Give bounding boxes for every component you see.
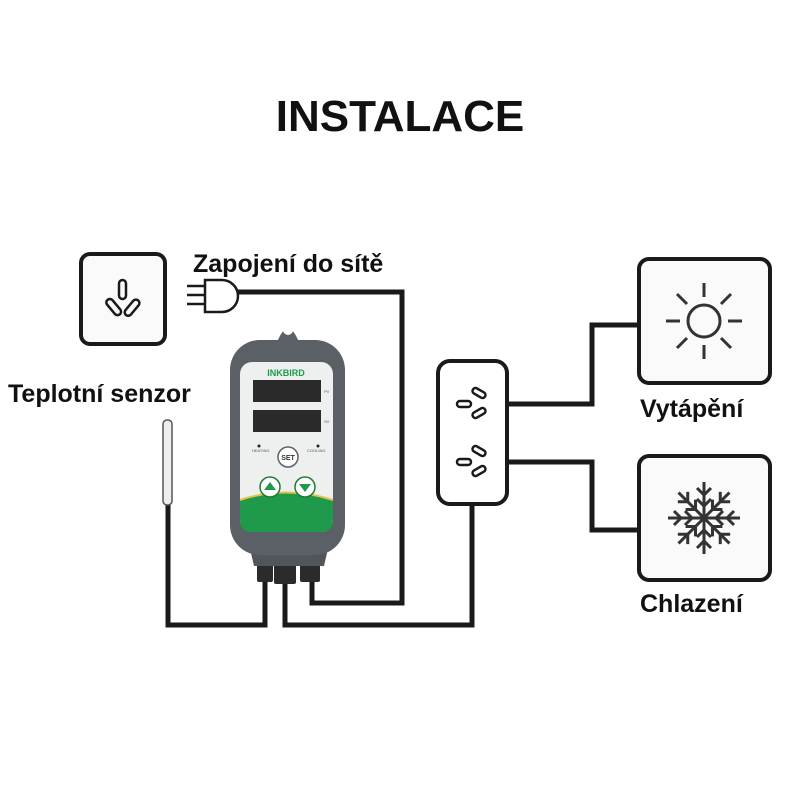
set-button-label: SET [281,455,295,462]
wall-outlet-icon [79,252,167,346]
power-connection-label: Zapojení do sítě [193,250,384,278]
pv-label: PV [324,389,330,394]
arrow-up-icon [264,482,276,490]
sensor-wire [165,500,268,628]
wires [165,289,638,628]
power-plug-icon [187,278,240,314]
cooling-wire [494,459,638,533]
heating-wire [494,322,638,407]
heating-sun-icon [637,257,772,385]
heating-indicator-label: HEATING [252,448,269,453]
temperature-probe-icon [162,419,173,506]
outlet-strip-wire [282,505,475,628]
arrow-down-icon [299,484,311,492]
sv-label: SV [324,419,330,424]
pv-display [253,380,321,402]
power-strip-icon [436,359,509,506]
cooling-label: Chlazení [640,590,743,618]
cooling-snowflake-icon [637,454,772,582]
power-wire [236,289,405,606]
page-title: INSTALACE [275,92,525,141]
cooling-indicator-label: COOLING [307,448,325,453]
set-button[interactable] [277,446,299,468]
temperature-sensor-label: Teplotní senzor [8,380,191,408]
inkbird-controller: INKBIRD PV SV HEATING COOLING SET [230,325,345,584]
sv-display [253,410,321,432]
heating-label: Vytápění [640,395,744,423]
brand-logo: INKBIRD [267,368,305,378]
